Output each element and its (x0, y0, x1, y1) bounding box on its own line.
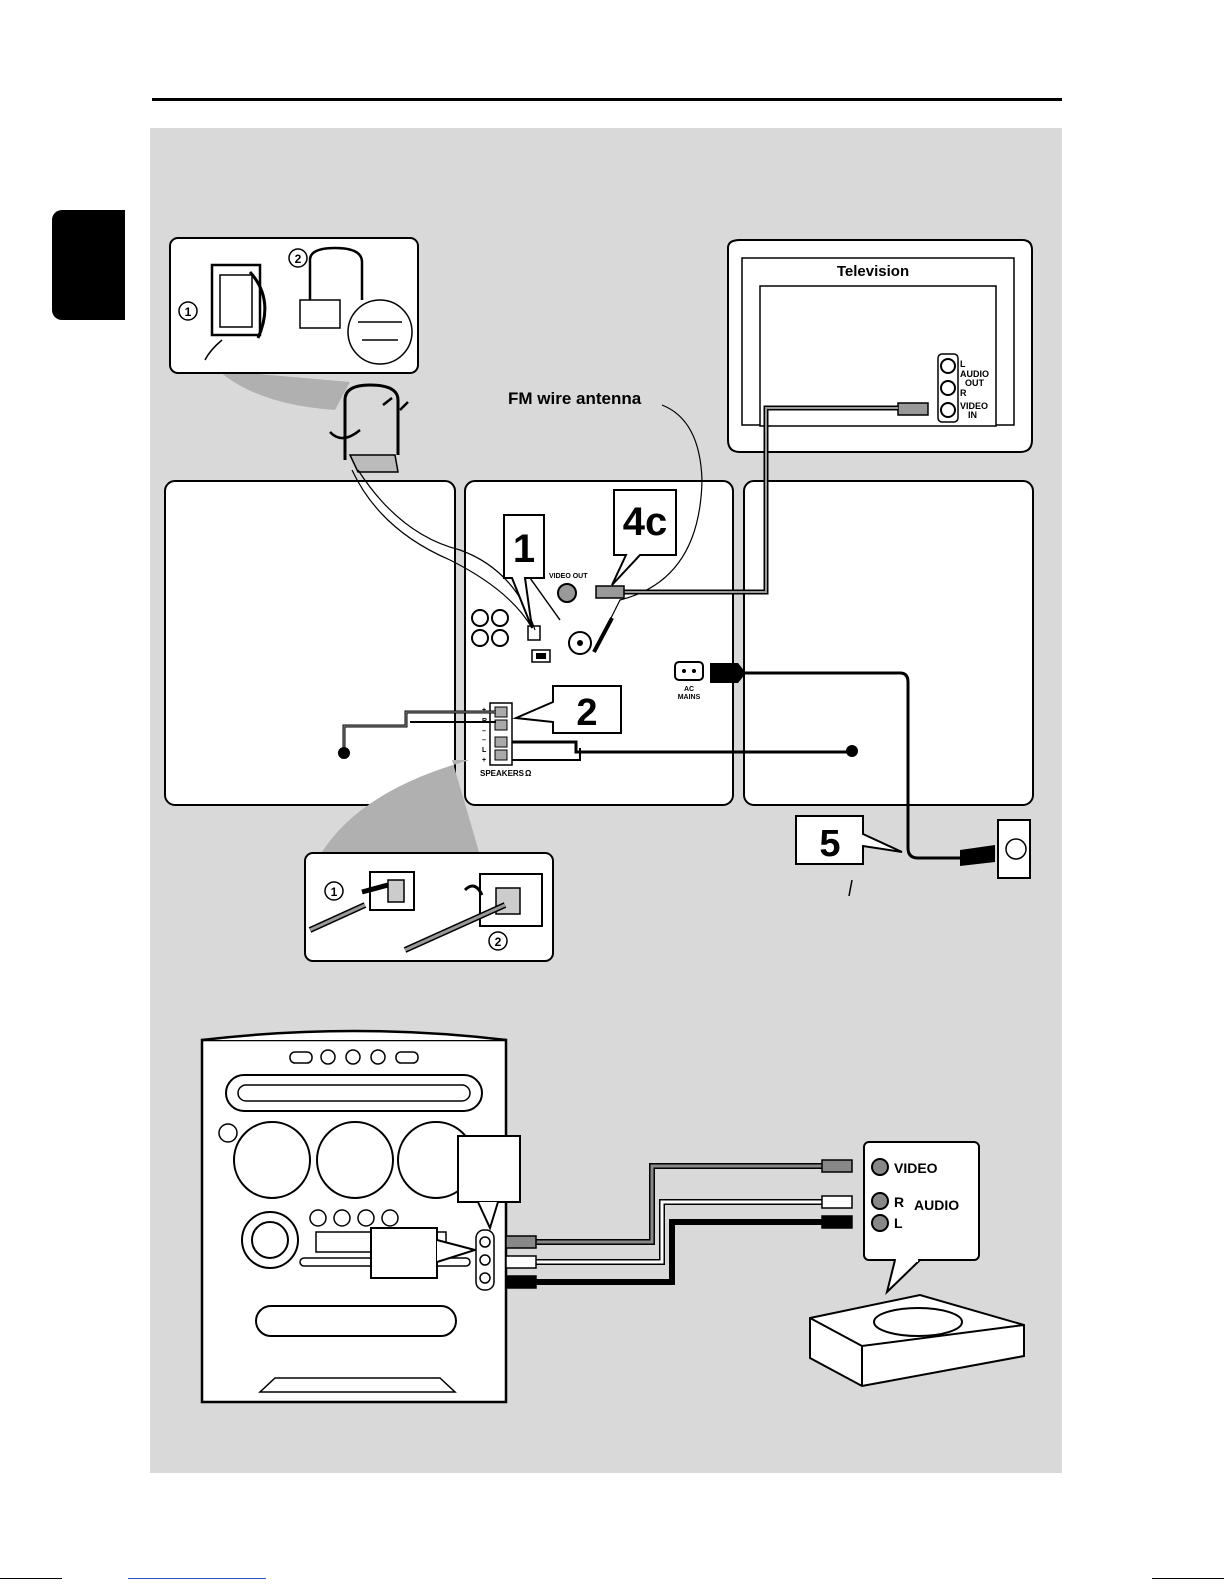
fm-antenna-label: FM wire antenna (508, 389, 642, 408)
wall-outlet (960, 820, 1030, 878)
tv-out-label: OUT (965, 378, 985, 388)
inset-step-number-2: 2 (295, 252, 302, 266)
sp-minus-top: – (482, 728, 486, 735)
ohm-label: Ω (525, 769, 532, 778)
mains-label: MAINS (678, 694, 701, 701)
ext-l-label: L (894, 1215, 903, 1231)
ac-label: AC (684, 686, 694, 693)
step-4c-label: 4c (623, 500, 668, 544)
footer-rule-right (1152, 1578, 1224, 1579)
left-speaker-panel (165, 481, 455, 805)
footer-rule-left (0, 1578, 62, 1579)
sp-l: L (482, 747, 487, 754)
video-out-label: VIDEO OUT (549, 573, 588, 580)
tv-label: Television (837, 263, 909, 280)
tv-audio-r-jack (941, 381, 955, 395)
step-1-label: 1 (513, 527, 535, 571)
ac-mains-socket (675, 662, 703, 680)
tv-r-label: R (960, 388, 967, 398)
step-2-label: 2 (576, 692, 597, 734)
ext-video-label: VIDEO (894, 1160, 938, 1176)
step-5-callout: 5 (796, 816, 902, 865)
step-5-label: 5 (819, 823, 840, 865)
inset-step-number-1: 1 (185, 305, 192, 319)
ext-r-label: R (894, 1194, 904, 1210)
am-loop-antenna (330, 385, 408, 472)
wire-step-number-2: 2 (495, 935, 502, 949)
right-speaker-panel (744, 481, 1033, 805)
micro-system-front (202, 1031, 520, 1402)
external-device (810, 1295, 1024, 1386)
speakers-label: SPEAKERS (480, 769, 525, 778)
sp-plus-bot: + (482, 757, 486, 764)
sp-minus-bot: – (482, 737, 486, 744)
wire-step-number-1: 1 (331, 885, 338, 899)
footer-link (128, 1578, 266, 1579)
television: Television L AUDIO OUT R VIDEO IN (728, 240, 1032, 452)
tv-video-in-jack (941, 403, 955, 417)
external-device-callout: VIDEO R AUDIO L (864, 1142, 979, 1292)
ext-audio-label: AUDIO (914, 1197, 959, 1213)
tv-audio-l-jack (941, 359, 955, 373)
tv-l-label: L (960, 359, 966, 369)
video-out-jack (558, 584, 576, 602)
tv-in-label: IN (968, 410, 977, 420)
